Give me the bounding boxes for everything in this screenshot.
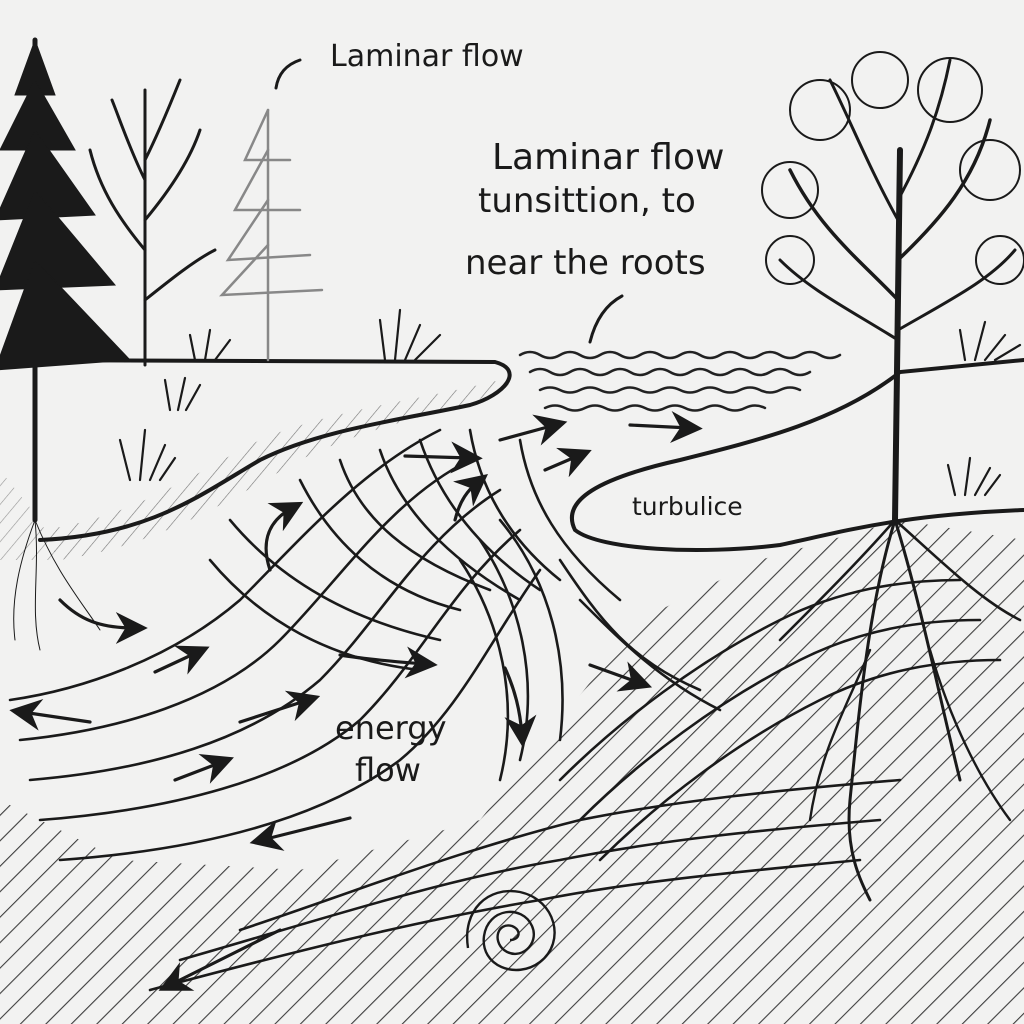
arrow-icon [173, 753, 234, 784]
soil-hatching [0, 380, 1024, 1024]
grass-tufts [118, 308, 1022, 497]
flow-arrows [9, 411, 703, 991]
river-banks [0, 358, 1024, 552]
turbulence-label: turbulice [632, 492, 743, 521]
arrow-icon [158, 928, 282, 991]
arrow-icon [498, 414, 568, 446]
callout-lines [274, 58, 624, 344]
water-waves [518, 350, 842, 412]
arrow-icon [58, 598, 148, 644]
arrow-icon [588, 661, 653, 692]
oak-tree-icon [761, 51, 1024, 902]
arrow-icon [543, 447, 592, 478]
energy-flow-label-line1: energy [335, 709, 447, 747]
arrow-icon [628, 411, 703, 444]
arrow-icon [153, 645, 210, 675]
arrow-icon [338, 646, 438, 679]
arrow-icon [9, 698, 92, 731]
transition-label-line1: Laminar flow [492, 137, 725, 178]
arrow-icon [264, 501, 304, 572]
transition-label-line3: near the roots [465, 243, 706, 283]
arrow-icon [503, 666, 537, 748]
energy-flow-label-line2: flow [355, 751, 421, 789]
arrow-icon [403, 441, 483, 474]
transition-label-line2: tunsittion, to [478, 181, 696, 221]
spiral-icon [465, 889, 556, 972]
arrow-icon [238, 690, 321, 724]
pine-tree-icon [0, 37, 132, 651]
arrow-icon [453, 474, 488, 522]
bare-tree-icon [88, 78, 217, 367]
arrow-icon [249, 816, 352, 851]
faint-pine-tree-icon [219, 108, 324, 362]
laminar-flow-label: Laminar flow [330, 39, 524, 74]
